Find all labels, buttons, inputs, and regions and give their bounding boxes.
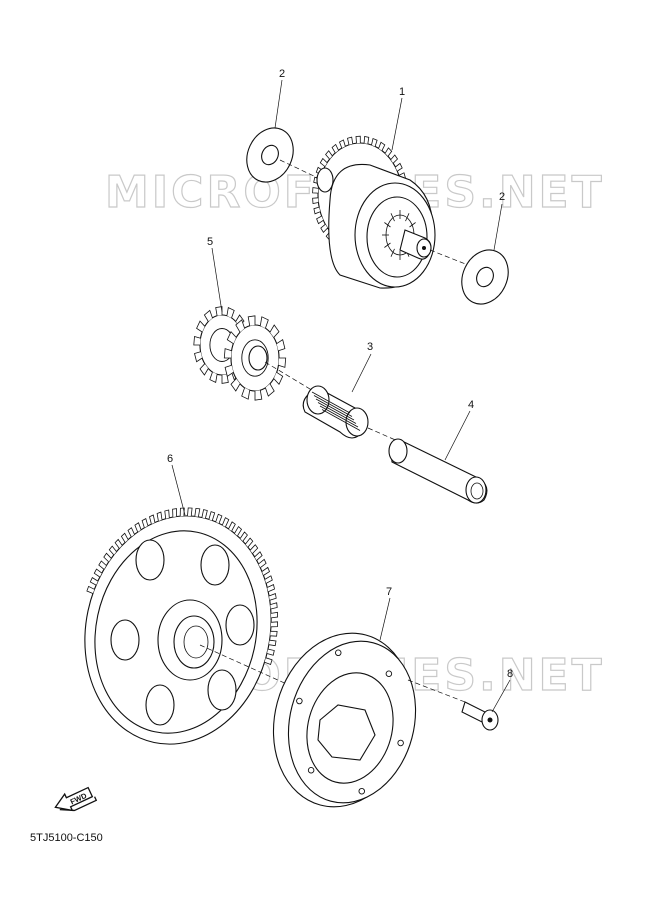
bolt-part [461, 701, 499, 731]
callout-3: 3 [367, 341, 373, 353]
washer-upper-part [246, 127, 294, 183]
needle-bearing-part [302, 385, 369, 439]
callout-5: 5 [207, 236, 213, 248]
washer-lower-part [461, 249, 509, 305]
shaft-part [388, 438, 488, 504]
idler-gear-part [193, 306, 287, 401]
callout-6: 6 [167, 453, 173, 465]
callout-2a: 2 [279, 68, 285, 80]
starter-wheel-gear-part [84, 507, 279, 745]
part-code-label: 5TJ5100-C150 [30, 832, 103, 844]
callout-7: 7 [386, 586, 392, 598]
callout-4: 4 [468, 399, 474, 411]
starter-gear-assembly-part [312, 135, 436, 289]
one-way-clutch-part [272, 632, 417, 808]
callout-8: 8 [507, 668, 513, 680]
fwd-arrow-icon: FWD [54, 786, 98, 812]
callout-2b: 2 [499, 191, 505, 203]
callout-1: 1 [399, 86, 405, 98]
